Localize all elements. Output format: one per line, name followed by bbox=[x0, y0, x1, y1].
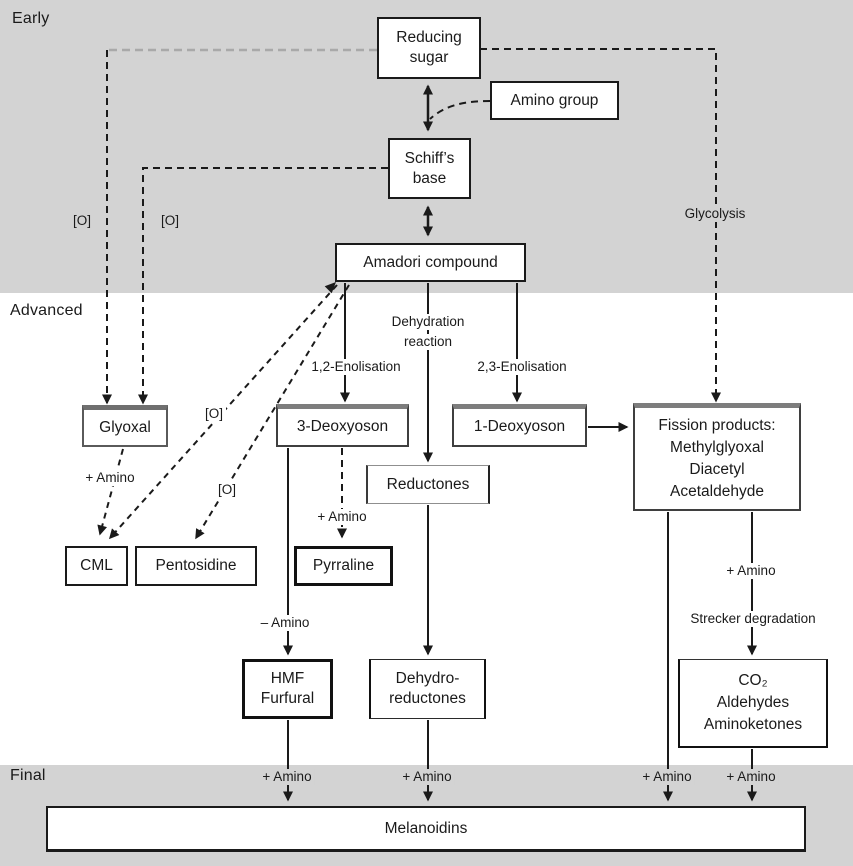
label-plus-amino-final-2: + Amino bbox=[399, 769, 455, 785]
node-fission-products-line1: Fission products: bbox=[658, 416, 776, 434]
node-fission-products-line2: Methylglyoxal bbox=[670, 438, 764, 456]
dashed-glyoxal-to-cml bbox=[97, 448, 124, 536]
node-cml-line1: CML bbox=[80, 557, 113, 574]
label-oxidation-cml: [O] bbox=[201, 406, 227, 422]
label-oxidation-rail1: [O] bbox=[72, 213, 92, 228]
node-glyoxal: Glyoxal bbox=[82, 405, 168, 447]
node-schiffs-base-line1: Schiff’s bbox=[404, 149, 455, 167]
node-fission-products-line3: Diacetyl bbox=[689, 460, 745, 478]
dashed-rail-schiffs-to-glyoxal bbox=[138, 167, 388, 405]
node-glyoxal-line1: Glyoxal bbox=[99, 418, 151, 436]
node-melanoidins: Melanoidins bbox=[46, 806, 806, 852]
node-dehydroreductones-line1: Dehydro- bbox=[395, 670, 460, 687]
node-pyrraline-line1: Pyrraline bbox=[312, 557, 375, 574]
label-1-2-enolisation: 1,2-Enolisation bbox=[308, 359, 404, 375]
node-pentosidine-line1: Pentosidine bbox=[155, 557, 237, 574]
label-plus-amino-pyrraline: + Amino bbox=[314, 509, 370, 525]
node-melanoidins-line1: Melanoidins bbox=[384, 819, 468, 837]
label-dehydration-line2: reaction bbox=[400, 334, 456, 350]
node-reductones-line1: Reductones bbox=[386, 475, 470, 493]
label-oxidation-pentosidine: [O] bbox=[214, 482, 240, 498]
node-reductones: Reductones bbox=[366, 465, 490, 504]
label-strecker-degradation: Strecker degradation bbox=[687, 611, 819, 627]
label-plus-amino-glyoxal: + Amino bbox=[82, 470, 138, 486]
node-fission-products: Fission products: Methylglyoxal Diacetyl… bbox=[633, 403, 801, 511]
stage-label-early: Early bbox=[12, 10, 50, 27]
node-reducing-sugar: Reducing sugar bbox=[377, 17, 481, 79]
node-cml: CML bbox=[65, 546, 128, 586]
node-3-deoxyoson-line1: 3-Deoxyoson bbox=[296, 418, 389, 435]
node-reducing-sugar-line1: Reducing bbox=[396, 29, 462, 46]
node-reducing-sugar-line2: sugar bbox=[409, 49, 449, 66]
node-schiffs-base-line2: base bbox=[412, 169, 447, 187]
node-strecker-products: CO₂ Aldehydes Aminoketones bbox=[678, 659, 828, 748]
label-plus-amino-final-3: + Amino bbox=[639, 769, 695, 785]
node-amino-group: Amino group bbox=[490, 81, 619, 120]
label-plus-amino-strecker: + Amino bbox=[723, 563, 779, 579]
node-amadori-compound-line1: Amadori compound bbox=[363, 253, 498, 271]
label-minus-amino-hmf: – Amino bbox=[257, 615, 313, 631]
node-amadori-compound: Amadori compound bbox=[335, 243, 526, 282]
node-fission-products-line4: Acetaldehyde bbox=[670, 482, 764, 500]
stage-label-advanced: Advanced bbox=[10, 302, 83, 319]
node-strecker-products-line2: Aldehydes bbox=[716, 694, 790, 711]
node-hmf-furfural-line1: HMF bbox=[270, 670, 305, 687]
node-strecker-products-line1: CO₂ bbox=[738, 672, 768, 689]
label-glycolysis: Glycolysis bbox=[681, 206, 749, 222]
node-hmf-furfural: HMF Furfural bbox=[242, 659, 333, 719]
node-dehydroreductones-line2: reductones bbox=[389, 690, 466, 707]
node-dehydroreductones: Dehydro- reductones bbox=[369, 659, 486, 719]
arrowhead-amadori-corner bbox=[324, 282, 336, 294]
label-plus-amino-final-4: + Amino bbox=[723, 769, 779, 785]
node-pyrraline: Pyrraline bbox=[294, 546, 393, 586]
node-pentosidine: Pentosidine bbox=[135, 546, 257, 586]
node-schiffs-base: Schiff’s base bbox=[388, 138, 471, 199]
node-1-deoxyoson-line1: 1-Deoxyoson bbox=[473, 418, 566, 435]
node-hmf-furfural-line2: Furfural bbox=[260, 690, 315, 707]
node-strecker-products-line3: Aminoketones bbox=[703, 716, 803, 733]
label-plus-amino-final-1: + Amino bbox=[259, 769, 315, 785]
label-dehydration-line1: Dehydration bbox=[388, 314, 468, 330]
node-amino-group-line1: Amino group bbox=[510, 91, 599, 109]
node-3-deoxyoson: 3-Deoxyoson bbox=[276, 404, 409, 447]
stage-label-final: Final bbox=[10, 767, 46, 784]
label-oxidation-rail2: [O] bbox=[160, 213, 180, 228]
node-1-deoxyoson: 1-Deoxyoson bbox=[452, 404, 587, 447]
label-2-3-enolisation: 2,3-Enolisation bbox=[474, 359, 570, 375]
dashed-amino-group-curve bbox=[429, 100, 491, 120]
dashed-rail-glycolysis bbox=[480, 48, 721, 403]
